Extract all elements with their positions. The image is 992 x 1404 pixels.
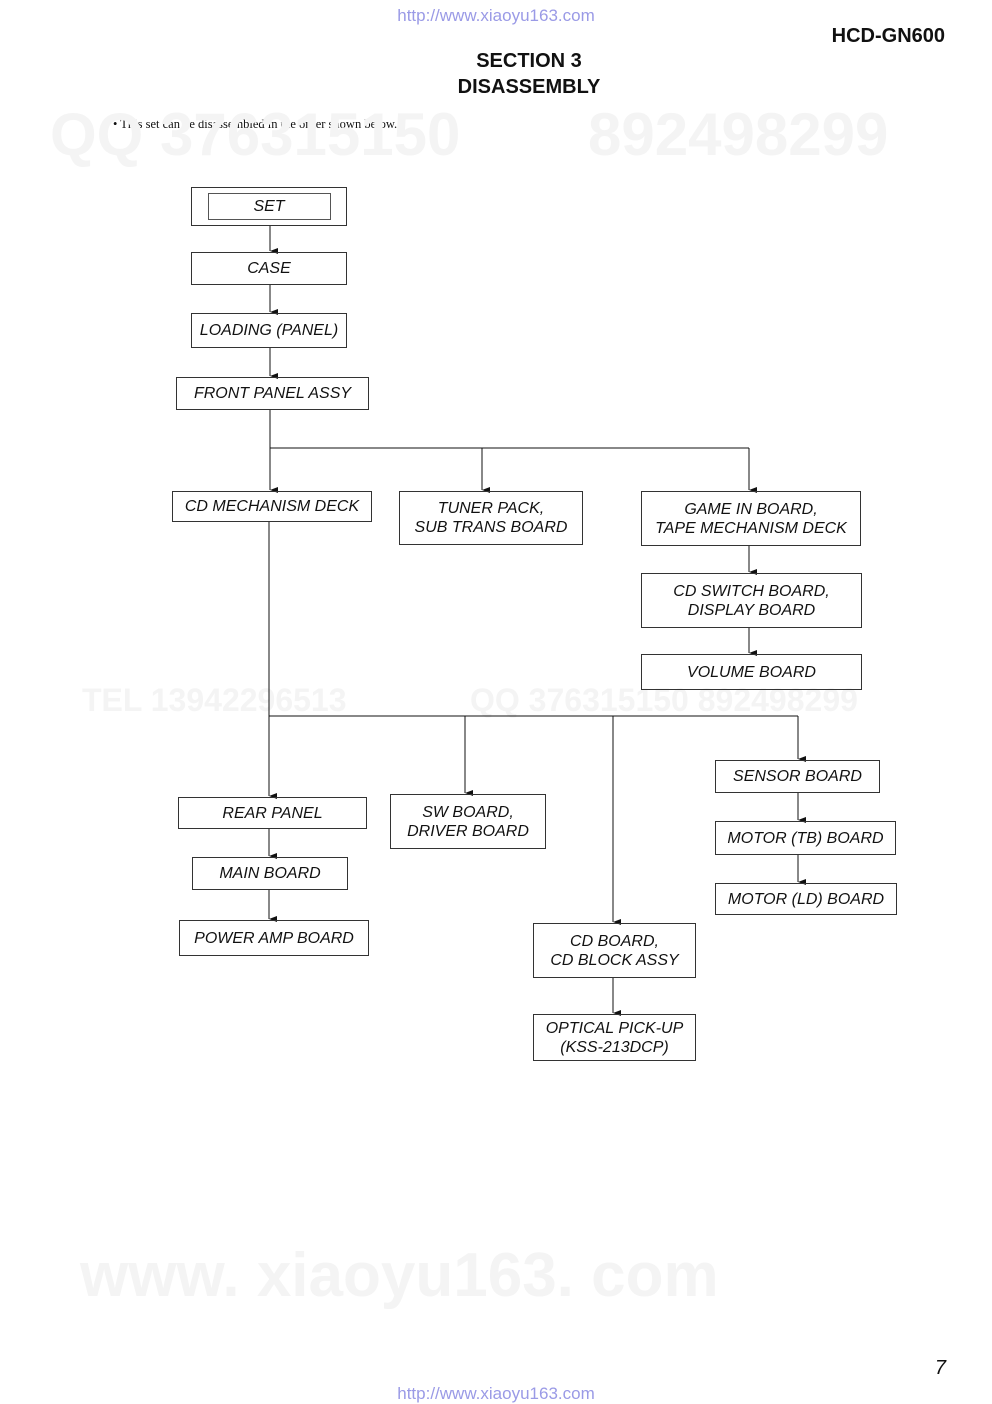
page-number: 7 — [934, 1357, 946, 1379]
watermark-number: 892498299 — [588, 101, 889, 168]
box-optical-pickup: OPTICAL PICK-UP (KSS-213DCP) — [533, 1014, 696, 1061]
box-sensor-board: SENSOR BOARD — [715, 760, 880, 793]
section-title: DISASSEMBLY — [457, 76, 601, 98]
box-tuner-pack: TUNER PACK, SUB TRANS BOARD — [399, 491, 583, 545]
box-set-label: SET — [207, 193, 331, 220]
box-rear-panel: REAR PANEL — [178, 797, 367, 829]
box-motor-ld-board: MOTOR (LD) BOARD — [715, 883, 897, 915]
box-power-amp-board: POWER AMP BOARD — [179, 920, 369, 956]
box-loading-panel: LOADING (PANEL) — [191, 313, 347, 348]
watermark-qq: QQ 376315150 — [50, 101, 461, 168]
intro-note: • This set can be disassembled in the or… — [113, 117, 398, 131]
watermark-tel: TEL 13942296513 — [82, 682, 347, 718]
box-main-board: MAIN BOARD — [192, 857, 348, 890]
box-motor-tb-board: MOTOR (TB) BOARD — [715, 821, 896, 855]
box-sw-board: SW BOARD, DRIVER BOARD — [390, 794, 546, 849]
box-set: SET — [191, 187, 347, 226]
box-front-panel-assy: FRONT PANEL ASSY — [176, 377, 369, 410]
bottom-url[interactable]: http://www.xiaoyu163.com — [397, 1384, 595, 1403]
box-game-in-board: GAME IN BOARD, TAPE MECHANISM DECK — [641, 491, 861, 546]
box-cd-switch-board: CD SWITCH BOARD, DISPLAY BOARD — [641, 573, 862, 628]
model-number: HCD-GN600 — [831, 25, 945, 47]
watermark-bottom: www. xiaoyu163. com — [80, 1241, 719, 1310]
box-cd-board: CD BOARD, CD BLOCK ASSY — [533, 923, 696, 978]
watermark-mid: QQ 376315150 892498299 — [470, 682, 858, 718]
top-url[interactable]: http://www.xiaoyu163.com — [397, 6, 595, 25]
section-number: SECTION 3 — [476, 50, 582, 72]
box-volume-board: VOLUME BOARD — [641, 654, 862, 690]
box-cd-mechanism-deck: CD MECHANISM DECK — [172, 491, 372, 522]
box-case: CASE — [191, 252, 347, 285]
